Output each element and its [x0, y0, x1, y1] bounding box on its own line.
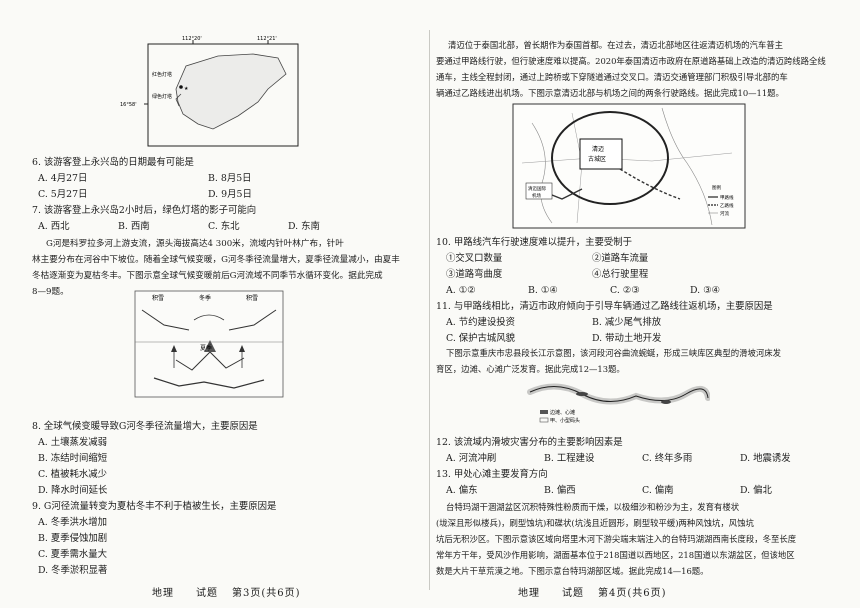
yangtze-river-figure: 边滩、心滩 甲、小型码头	[526, 376, 711, 428]
footer-paper: 试题	[196, 588, 218, 599]
q10-option-d[interactable]: D. ③④	[690, 285, 720, 296]
old-city-label-2: 古城区	[588, 155, 606, 163]
passage-line: 辆通过乙路线进出机场。下图示意清迈北部与机场之间的两条行驶路线。据此完成10—1…	[436, 88, 784, 98]
q7-stem: 7. 该游客登上永兴岛2小时后，绿色灯塔的影子可能向	[32, 205, 257, 216]
q10-statement-1: ①交叉口数量	[446, 253, 503, 264]
q8-option-d[interactable]: D. 降水时间延长	[38, 485, 108, 496]
q7-option-c[interactable]: C. 东北	[208, 221, 240, 232]
q11-stem: 11. 与甲路线相比，清迈市政府倾向于引导车辆通过乙路线往返机场，主要原因是	[436, 301, 773, 312]
passage-line: 育区，边滩、心滩广泛发育。据此完成12—13题。	[436, 364, 625, 374]
airport-label-1: 清迈国际	[528, 185, 546, 192]
old-city-label-1: 清迈	[592, 145, 604, 153]
q12-stem: 12. 该流域内滑坡灾害分布的主要影响因素是	[436, 437, 623, 448]
legend-route-a: 甲路线	[720, 194, 734, 201]
q13-stem: 13. 甲处心滩主要发育方向	[436, 469, 548, 480]
q9-stem: 9. G河径流量转变为夏枯冬丰不利于植被生长，主要原因是	[32, 501, 277, 512]
red-lighthouse-label: 红色灯塔	[152, 71, 172, 78]
q7-option-a[interactable]: A. 西北	[38, 221, 70, 232]
passage-line: 冬枯逐渐变为夏枯冬丰。下图示意全球气候变暖前后G河流域不同季节水循环变化。据此完…	[32, 271, 383, 281]
passage-line: 清迈位于泰国北部，曾长期作为泰国首都。在过去，清迈北部地区往返清迈机场的汽车普主	[448, 40, 783, 50]
q9-option-c[interactable]: C. 夏季需水量大	[38, 549, 108, 560]
water-cycle-figure: 积雪 冬季 积雪 夏季	[134, 290, 284, 398]
footer-page-number: 第3页(共6页)	[232, 588, 301, 599]
q8-option-a[interactable]: A. 土壤蒸发减弱	[38, 437, 107, 448]
footer-subject: 地理	[518, 588, 540, 599]
left-page: ★ 112°20' 112°21' 16°58' 红色灯塔 绿色灯塔 6. 该游…	[0, 0, 428, 608]
passage-line: 通车，主线全程封闭，通过上跨桥或下穿隧道通过交叉口。清迈交通管理部门积极引导北部…	[436, 72, 788, 82]
q10-statement-2: ②道路车流量	[592, 253, 649, 264]
q10-statement-4: ④总行驶里程	[592, 269, 649, 280]
svg-text:★: ★	[184, 86, 189, 92]
lon2-label: 112°21'	[257, 36, 277, 42]
q11-option-a[interactable]: A. 节约建设投资	[446, 317, 515, 328]
passage-line: 常年方干年，受风沙作用影响，湖面基本位于218国道以西地区，218国道以东湖盆区…	[436, 550, 795, 560]
q11-option-d[interactable]: D. 带动土地开发	[592, 333, 662, 344]
q6-option-b[interactable]: B. 8月5日	[208, 173, 252, 184]
passage-line: 台特玛湖干涸湖盆区沉积特殊性粉质而干燥，以极细沙和粉沙为主，发育有楼状	[446, 502, 740, 512]
footer-paper: 试题	[562, 588, 584, 599]
right-page: 清迈位于泰国北部，曾长期作为泰国首都。在过去，清迈北部地区往返清迈机场的汽车普主…	[432, 0, 860, 608]
q12-option-b[interactable]: B. 工程建设	[544, 453, 595, 464]
footer-page-number: 第4页(共6页)	[598, 588, 667, 599]
q6-option-d[interactable]: D. 9月5日	[208, 189, 252, 200]
q11-option-b[interactable]: B. 减少尾气排放	[592, 317, 662, 328]
lon1-label: 112°20'	[182, 36, 202, 42]
q7-option-b[interactable]: B. 西南	[118, 221, 150, 232]
legend-route-b: 乙路线	[720, 202, 734, 209]
passage-line: (垅深且形似楼兵)，刷型蚀坑)和碟状(坑浅且近圆形，刷型较平缓)两种风蚀坑，风蚀…	[436, 518, 754, 528]
q13-option-c[interactable]: C. 偏南	[642, 485, 674, 496]
legend-title: 图例	[712, 184, 721, 191]
q13-option-d[interactable]: D. 偏北	[740, 485, 772, 496]
q10-option-a[interactable]: A. ①②	[446, 285, 476, 296]
q9-option-b[interactable]: B. 夏季侵蚀加剧	[38, 533, 108, 544]
passage-line: G河是科罗拉多河上游支流，源头海拔高达4 300米，流域内针叶林广布，针叶	[46, 239, 344, 249]
river-legend-a: 边滩、心滩	[550, 409, 575, 416]
q11-option-c[interactable]: C. 保护古城风貌	[446, 333, 516, 344]
lat-label: 16°58'	[120, 102, 137, 108]
chiangmai-route-map: 清迈 古城区 清迈国际 机场 图例 甲路线 乙路线 河流	[512, 103, 746, 229]
passage-line: 坑后无积沙区。下图示意该区域向塔里木河下游尖端末端注入的台特玛湖湖西南长度段，冬…	[436, 534, 797, 544]
q9-option-a[interactable]: A. 冬季洪水增加	[38, 517, 107, 528]
q12-option-d[interactable]: D. 地震诱发	[740, 453, 791, 464]
q8-stem: 8. 全球气候变暖导致G河冬季径流量增大，主要原因是	[32, 421, 258, 432]
snow-label-right: 积雪	[246, 294, 258, 302]
passage-line: 8—9题。	[32, 287, 69, 297]
q8-option-c[interactable]: C. 植被耗水减少	[38, 469, 108, 480]
island-map: ★ 112°20' 112°21' 16°58' 红色灯塔 绿色灯塔	[118, 34, 308, 149]
airport-label-2: 机场	[532, 192, 541, 199]
passage-line: 要通过甲路线行驶，但行驶速度难以提高。2020年泰国清迈市政府在原道路基础上改造…	[436, 56, 826, 66]
q12-option-c[interactable]: C. 终年多雨	[642, 453, 693, 464]
q8-option-b[interactable]: B. 冻结时间缩短	[38, 453, 108, 464]
q12-option-a[interactable]: A. 河流冲刷	[446, 453, 497, 464]
passage-line: 林主要分布在河谷中下坡位。随着全球气候变暖，G河冬季径流量增大，夏季径流量减小，…	[32, 255, 400, 265]
river-legend-b: 甲、小型码头	[550, 417, 580, 424]
q6-option-c[interactable]: C. 5月27日	[38, 189, 88, 200]
passage-line: 数是大片干草荒漠之地。下图示意台特玛湖部区域。据此完成14—16题。	[436, 566, 709, 576]
green-lighthouse-label: 绿色灯塔	[152, 93, 172, 100]
footer-subject: 地理	[152, 588, 174, 599]
q7-option-d[interactable]: D. 东南	[288, 221, 320, 232]
q10-option-b[interactable]: B. ①④	[528, 285, 558, 296]
q13-option-b[interactable]: B. 偏西	[544, 485, 576, 496]
legend-river: 河流	[720, 210, 729, 217]
page-divider	[429, 30, 430, 590]
q10-statement-3: ③道路弯曲度	[446, 269, 503, 280]
map-legend: 图例 甲路线 乙路线 河流	[708, 184, 734, 217]
q6-stem: 6. 该游客登上永兴岛的日期最有可能是	[32, 157, 194, 168]
q9-option-d[interactable]: D. 冬季淤积显著	[38, 565, 108, 576]
snow-label-left: 积雪	[152, 294, 164, 302]
q10-stem: 10. 甲路线汽车行驶速度难以提升，主要受制于	[436, 237, 633, 248]
q10-option-c[interactable]: C. ②③	[610, 285, 640, 296]
summer-label: 夏季	[200, 344, 212, 352]
q13-option-a[interactable]: A. 偏东	[446, 485, 478, 496]
q6-option-a[interactable]: A. 4月27日	[38, 173, 88, 184]
winter-label: 冬季	[199, 294, 211, 302]
passage-line: 下图示意重庆市忠县段长江示意图，该河段河谷曲流蜿蜒，形成三峡库区典型的滑坡河床发	[446, 348, 781, 358]
